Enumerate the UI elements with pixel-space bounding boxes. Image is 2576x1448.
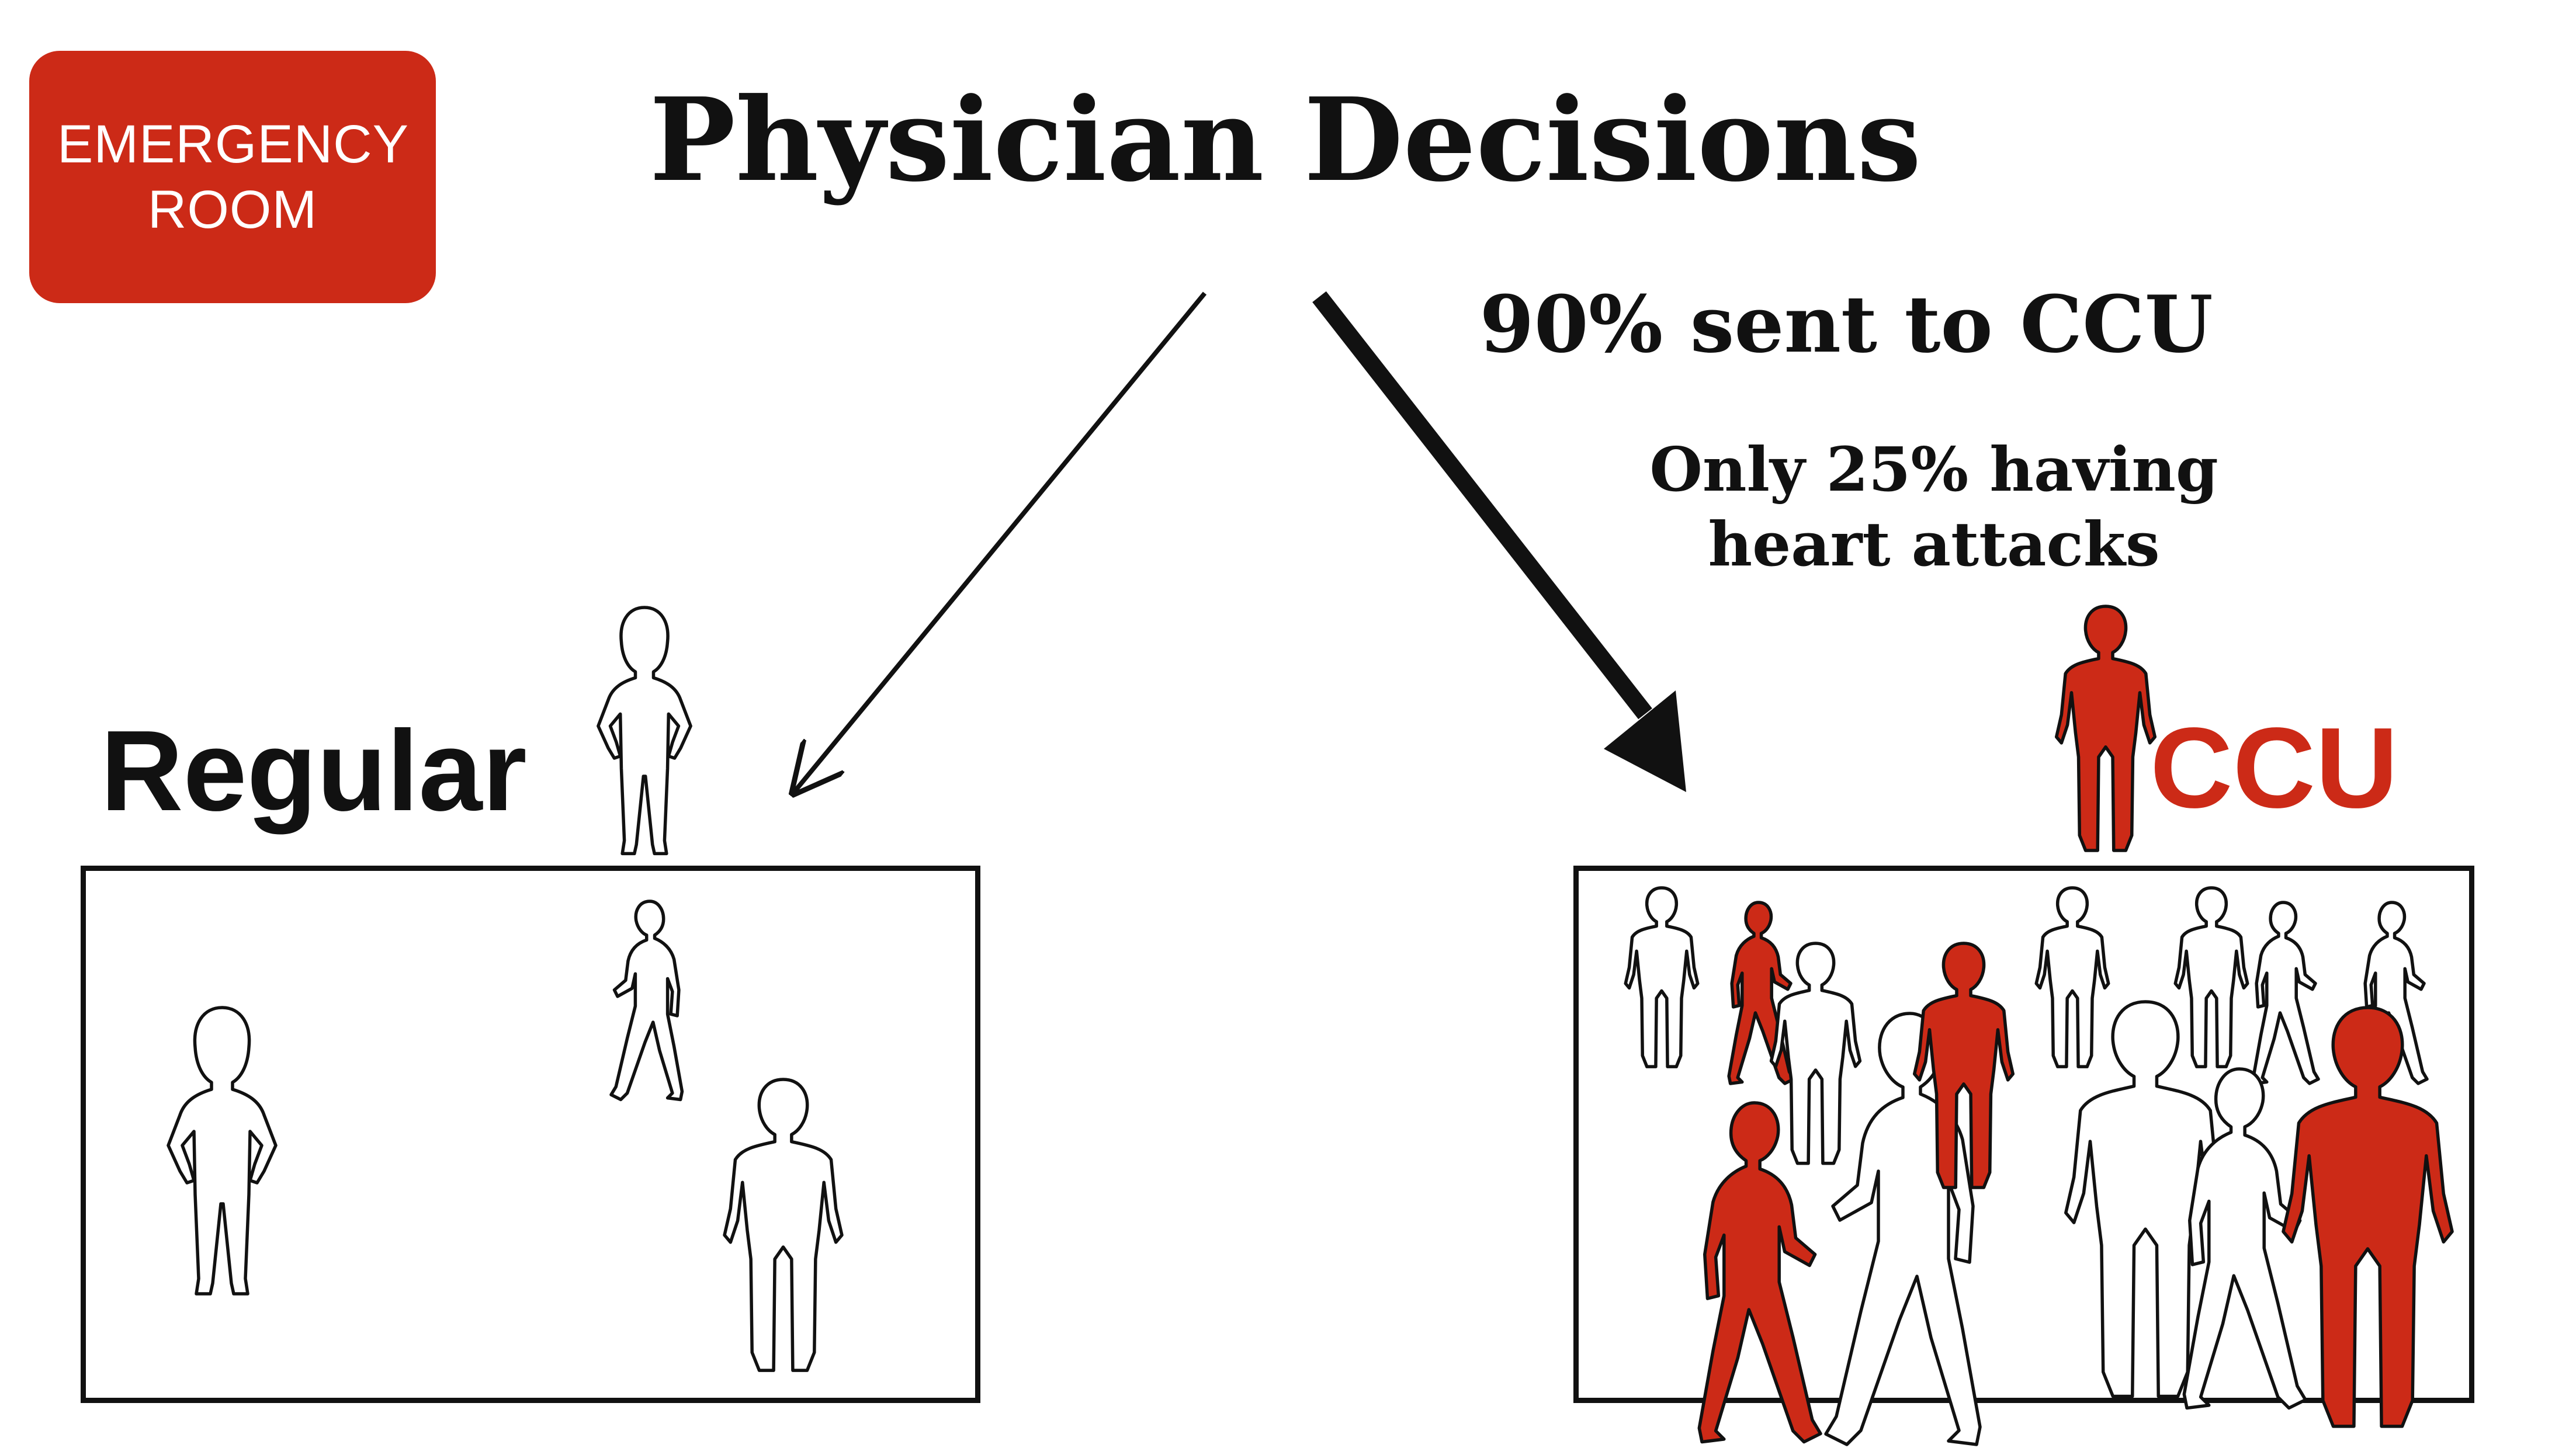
arrow-to-ccu <box>1312 291 1652 720</box>
regular-patient-1 <box>167 1006 278 1296</box>
person-standing-icon <box>2173 886 2249 1068</box>
regular-patient-2 <box>609 900 684 1102</box>
ccu-marker-person <box>2054 605 2157 852</box>
ccu-ward-box <box>1573 866 2474 1403</box>
person-standing-icon <box>2034 886 2110 1068</box>
regular-ward-box <box>81 866 980 1403</box>
person-walking-icon <box>1727 901 1795 1085</box>
arrow-to-ccu-head <box>1604 690 1686 792</box>
person-walking-icon <box>2252 901 2320 1085</box>
heart-attack-rate-note: Only 25% having heart attacks <box>1649 433 2218 580</box>
ccu-patient-6 <box>2034 886 2110 1068</box>
person-standing-icon <box>2282 1006 2454 1428</box>
ccu-ward-label: CCU <box>2150 704 2398 832</box>
person-standing-icon <box>2054 605 2157 852</box>
emergency-room-badge-text: EMERGENCY ROOM <box>57 114 409 239</box>
ccu-patient-10 <box>1697 1101 1822 1444</box>
arrow-to-regular <box>795 291 1207 791</box>
regular-marker-person <box>597 606 692 856</box>
ccu-patient-1 <box>1624 886 1700 1068</box>
ccu-patient-3 <box>1769 942 1862 1165</box>
person-walking-icon <box>1697 1101 1822 1444</box>
ccu-patient-11 <box>2064 1000 2227 1398</box>
ccu-patient-13 <box>2282 1006 2454 1428</box>
regular-ward-label: Regular <box>100 707 527 835</box>
emergency-room-badge: EMERGENCY ROOM <box>29 51 436 303</box>
person-standing-icon <box>167 1006 278 1296</box>
ccu-patient-8 <box>2252 901 2320 1085</box>
person-standing-icon <box>2064 1000 2227 1398</box>
person-standing-icon <box>1912 942 2015 1189</box>
regular-patient-3 <box>723 1078 844 1372</box>
person-standing-icon <box>1624 886 1700 1068</box>
person-walking-icon <box>609 900 684 1102</box>
ccu-patient-2 <box>1727 901 1795 1085</box>
page-title: Physician Decisions <box>649 73 1922 207</box>
person-standing-icon <box>723 1078 844 1372</box>
ccu-patient-5 <box>1912 942 2015 1189</box>
person-standing-icon <box>597 606 692 856</box>
ccu-patient-12 <box>2182 1067 2307 1410</box>
person-standing-icon <box>1769 942 1862 1165</box>
person-walking-icon <box>2182 1067 2307 1410</box>
ccu-patient-7 <box>2173 886 2249 1068</box>
ccu-rate-headline: 90% sent to CCU <box>1479 278 2213 370</box>
